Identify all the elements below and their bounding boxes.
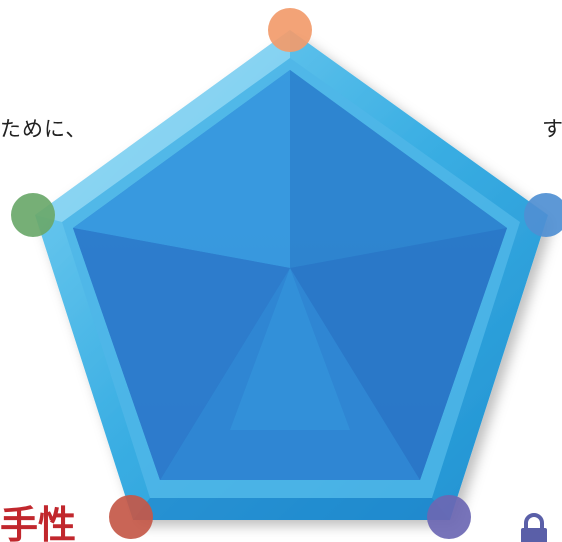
node-top xyxy=(268,8,312,52)
facet-left xyxy=(73,228,290,480)
partial-text-left: ために、 xyxy=(0,117,88,141)
partial-text-right: す xyxy=(542,117,562,141)
lock-icon xyxy=(521,513,547,542)
node-left xyxy=(11,193,55,237)
facet-bottom-highlight xyxy=(230,268,350,430)
facet-bottom xyxy=(160,268,420,480)
rim-highlight-bottom xyxy=(133,498,450,520)
rim-highlight-left xyxy=(35,30,290,222)
partial-text-bottom-left: 手性 xyxy=(0,503,77,542)
node-bottom-right xyxy=(427,495,471,539)
facet-top-right xyxy=(290,70,507,268)
node-right xyxy=(524,193,562,237)
facet-right xyxy=(290,228,507,480)
node-bottom-left xyxy=(109,495,153,539)
facet-top-left xyxy=(73,70,290,268)
